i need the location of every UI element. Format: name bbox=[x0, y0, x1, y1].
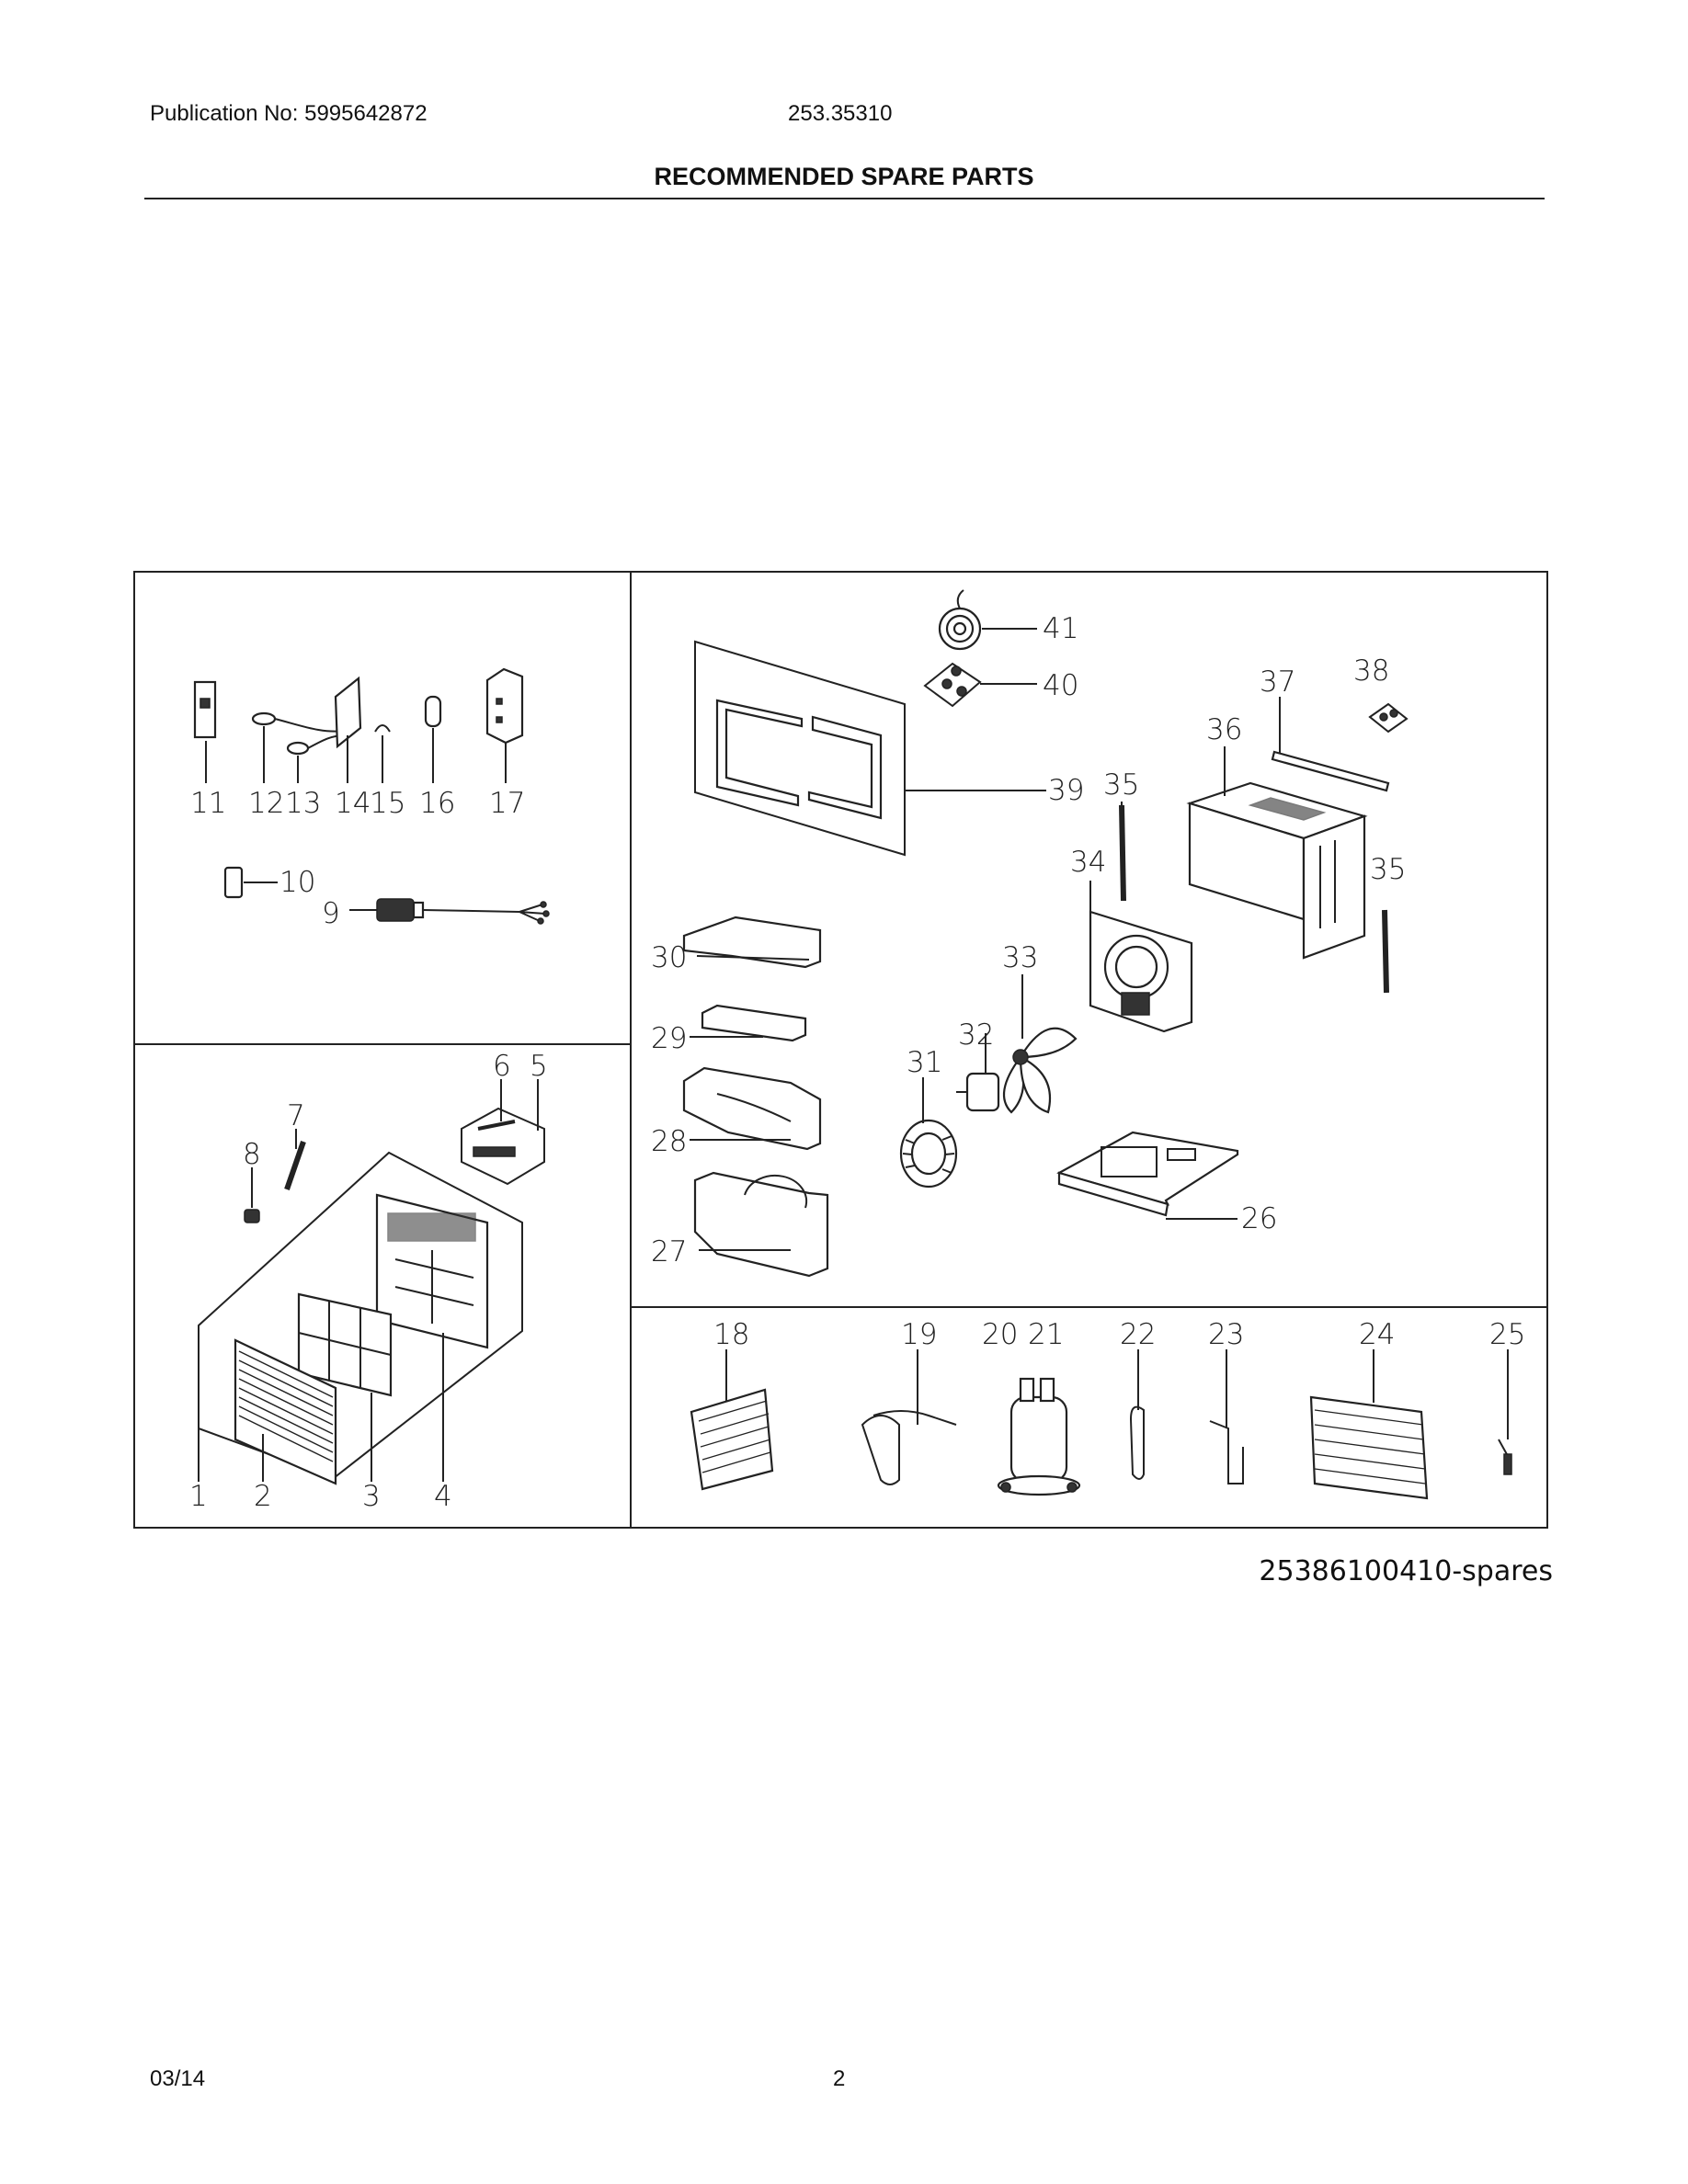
callout-21: 21 bbox=[1028, 1318, 1064, 1351]
callout-9: 9 bbox=[322, 897, 340, 930]
callout-23: 23 bbox=[1208, 1318, 1244, 1351]
callout-numbers: 1 2 3 4 5 6 7 8 9 10 11 12 13 14 15 16 1… bbox=[189, 612, 1525, 1513]
callout-32: 32 bbox=[958, 1018, 994, 1052]
callout-30: 30 bbox=[651, 941, 687, 974]
publication-number: Publication No: 5995642872 bbox=[150, 101, 428, 126]
callout-31: 31 bbox=[907, 1046, 942, 1079]
callout-10: 10 bbox=[279, 866, 315, 899]
electrical-parts-drawings bbox=[193, 667, 550, 925]
callout-37: 37 bbox=[1260, 665, 1295, 699]
callout-2: 2 bbox=[254, 1480, 272, 1513]
callout-20: 20 bbox=[982, 1318, 1018, 1351]
header-rule bbox=[144, 198, 1545, 199]
callout-5: 5 bbox=[530, 1050, 548, 1083]
callout-35-right: 35 bbox=[1370, 853, 1406, 886]
callout-41: 41 bbox=[1043, 612, 1078, 645]
page-number: 2 bbox=[833, 2066, 846, 2091]
callout-7: 7 bbox=[287, 1099, 305, 1132]
callout-6: 6 bbox=[493, 1050, 511, 1083]
callout-34: 34 bbox=[1070, 846, 1106, 879]
callout-35-left: 35 bbox=[1103, 768, 1139, 802]
callout-1: 1 bbox=[189, 1480, 208, 1513]
callout-28: 28 bbox=[651, 1125, 687, 1158]
diagram-reference: 25386100410-spares bbox=[1259, 1555, 1553, 1587]
callout-3: 3 bbox=[362, 1480, 381, 1513]
callout-33: 33 bbox=[1002, 941, 1038, 974]
callout-18: 18 bbox=[713, 1318, 749, 1351]
callout-4: 4 bbox=[434, 1480, 452, 1513]
callout-39: 39 bbox=[1048, 774, 1084, 807]
callout-38: 38 bbox=[1353, 654, 1389, 688]
front-panel-drawings bbox=[198, 1079, 545, 1485]
callout-12: 12 bbox=[248, 787, 284, 820]
page-title: RECOMMENDED SPARE PARTS bbox=[654, 163, 1034, 190]
callout-14: 14 bbox=[335, 787, 371, 820]
model-number: 253.35310 bbox=[788, 101, 893, 126]
callout-15: 15 bbox=[370, 787, 405, 820]
chassis-parts-drawings bbox=[682, 589, 1409, 1278]
callout-11: 11 bbox=[190, 787, 226, 820]
callout-26: 26 bbox=[1241, 1202, 1277, 1235]
callout-25: 25 bbox=[1489, 1318, 1525, 1351]
callout-36: 36 bbox=[1206, 713, 1242, 746]
callout-13: 13 bbox=[285, 787, 321, 820]
callout-24: 24 bbox=[1359, 1318, 1395, 1351]
callout-17: 17 bbox=[489, 787, 525, 820]
diagram-frame bbox=[133, 571, 1548, 1529]
refrigerant-parts-drawings bbox=[690, 1349, 1512, 1500]
callout-19: 19 bbox=[901, 1318, 937, 1351]
footer-date: 03/14 bbox=[150, 2066, 206, 2091]
callout-40: 40 bbox=[1043, 669, 1078, 702]
callout-22: 22 bbox=[1120, 1318, 1156, 1351]
callout-27: 27 bbox=[651, 1235, 687, 1268]
callout-8: 8 bbox=[243, 1138, 261, 1171]
callout-16: 16 bbox=[419, 787, 455, 820]
callout-29: 29 bbox=[651, 1022, 687, 1055]
